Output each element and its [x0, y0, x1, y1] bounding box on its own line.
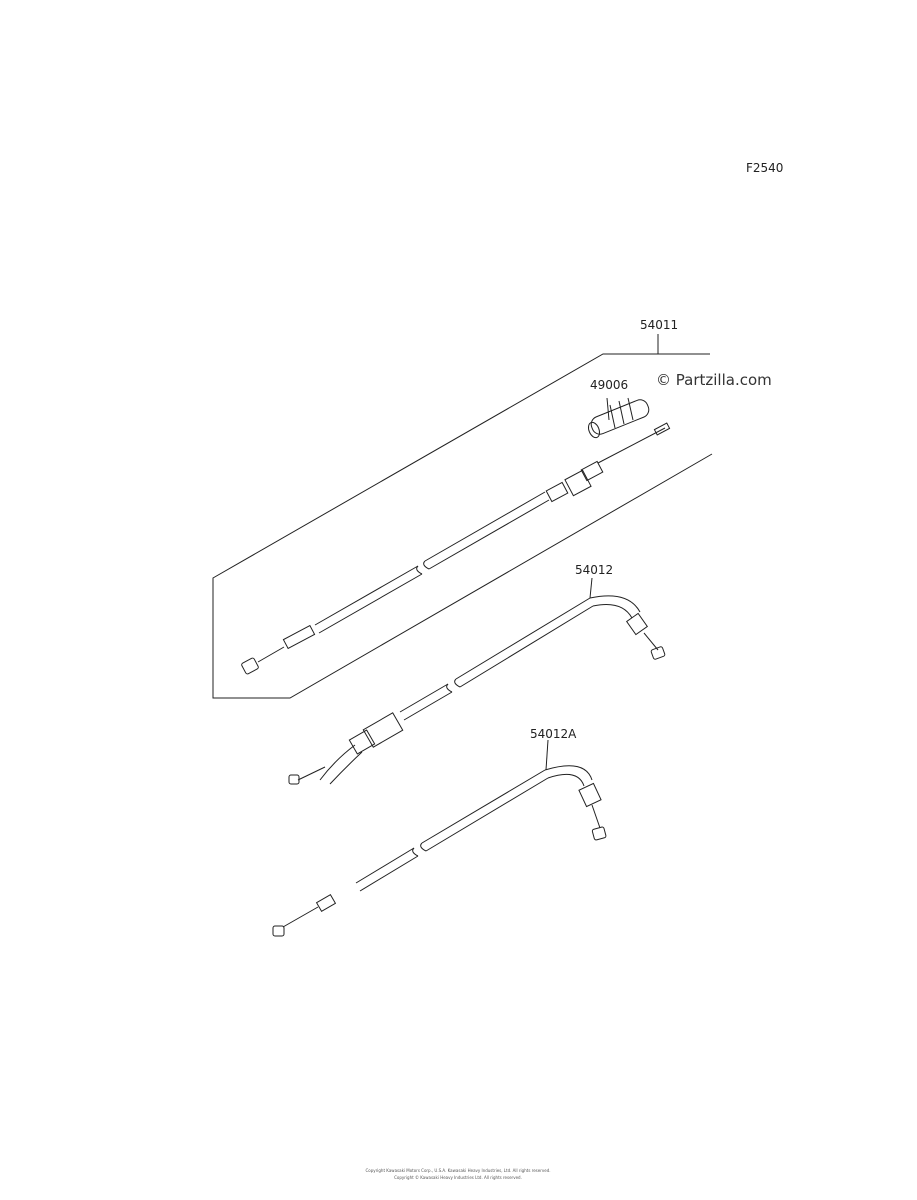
watermark-text: © Partzilla.com	[656, 371, 772, 389]
cable-54012	[288, 595, 666, 785]
part-label-54012A[interactable]: 54012A	[530, 727, 577, 741]
cable-54012A	[272, 765, 607, 937]
footer-line-1: Copyright Kawasaki Motors Corp., U.S.A. …	[365, 1168, 551, 1173]
part-label-54011[interactable]: 54011	[640, 318, 679, 332]
footer-line-2: Copyright © Kawasaki Heavy Industries Lt…	[394, 1175, 522, 1180]
leader-lines	[545, 397, 610, 771]
protector-49006	[587, 397, 650, 439]
figure-code: F2540	[746, 161, 784, 175]
cable-54011	[241, 422, 671, 675]
group-bracket-54011	[212, 334, 713, 699]
part-label-49006[interactable]: 49006	[590, 378, 629, 392]
part-label-54012[interactable]: 54012	[575, 563, 614, 577]
